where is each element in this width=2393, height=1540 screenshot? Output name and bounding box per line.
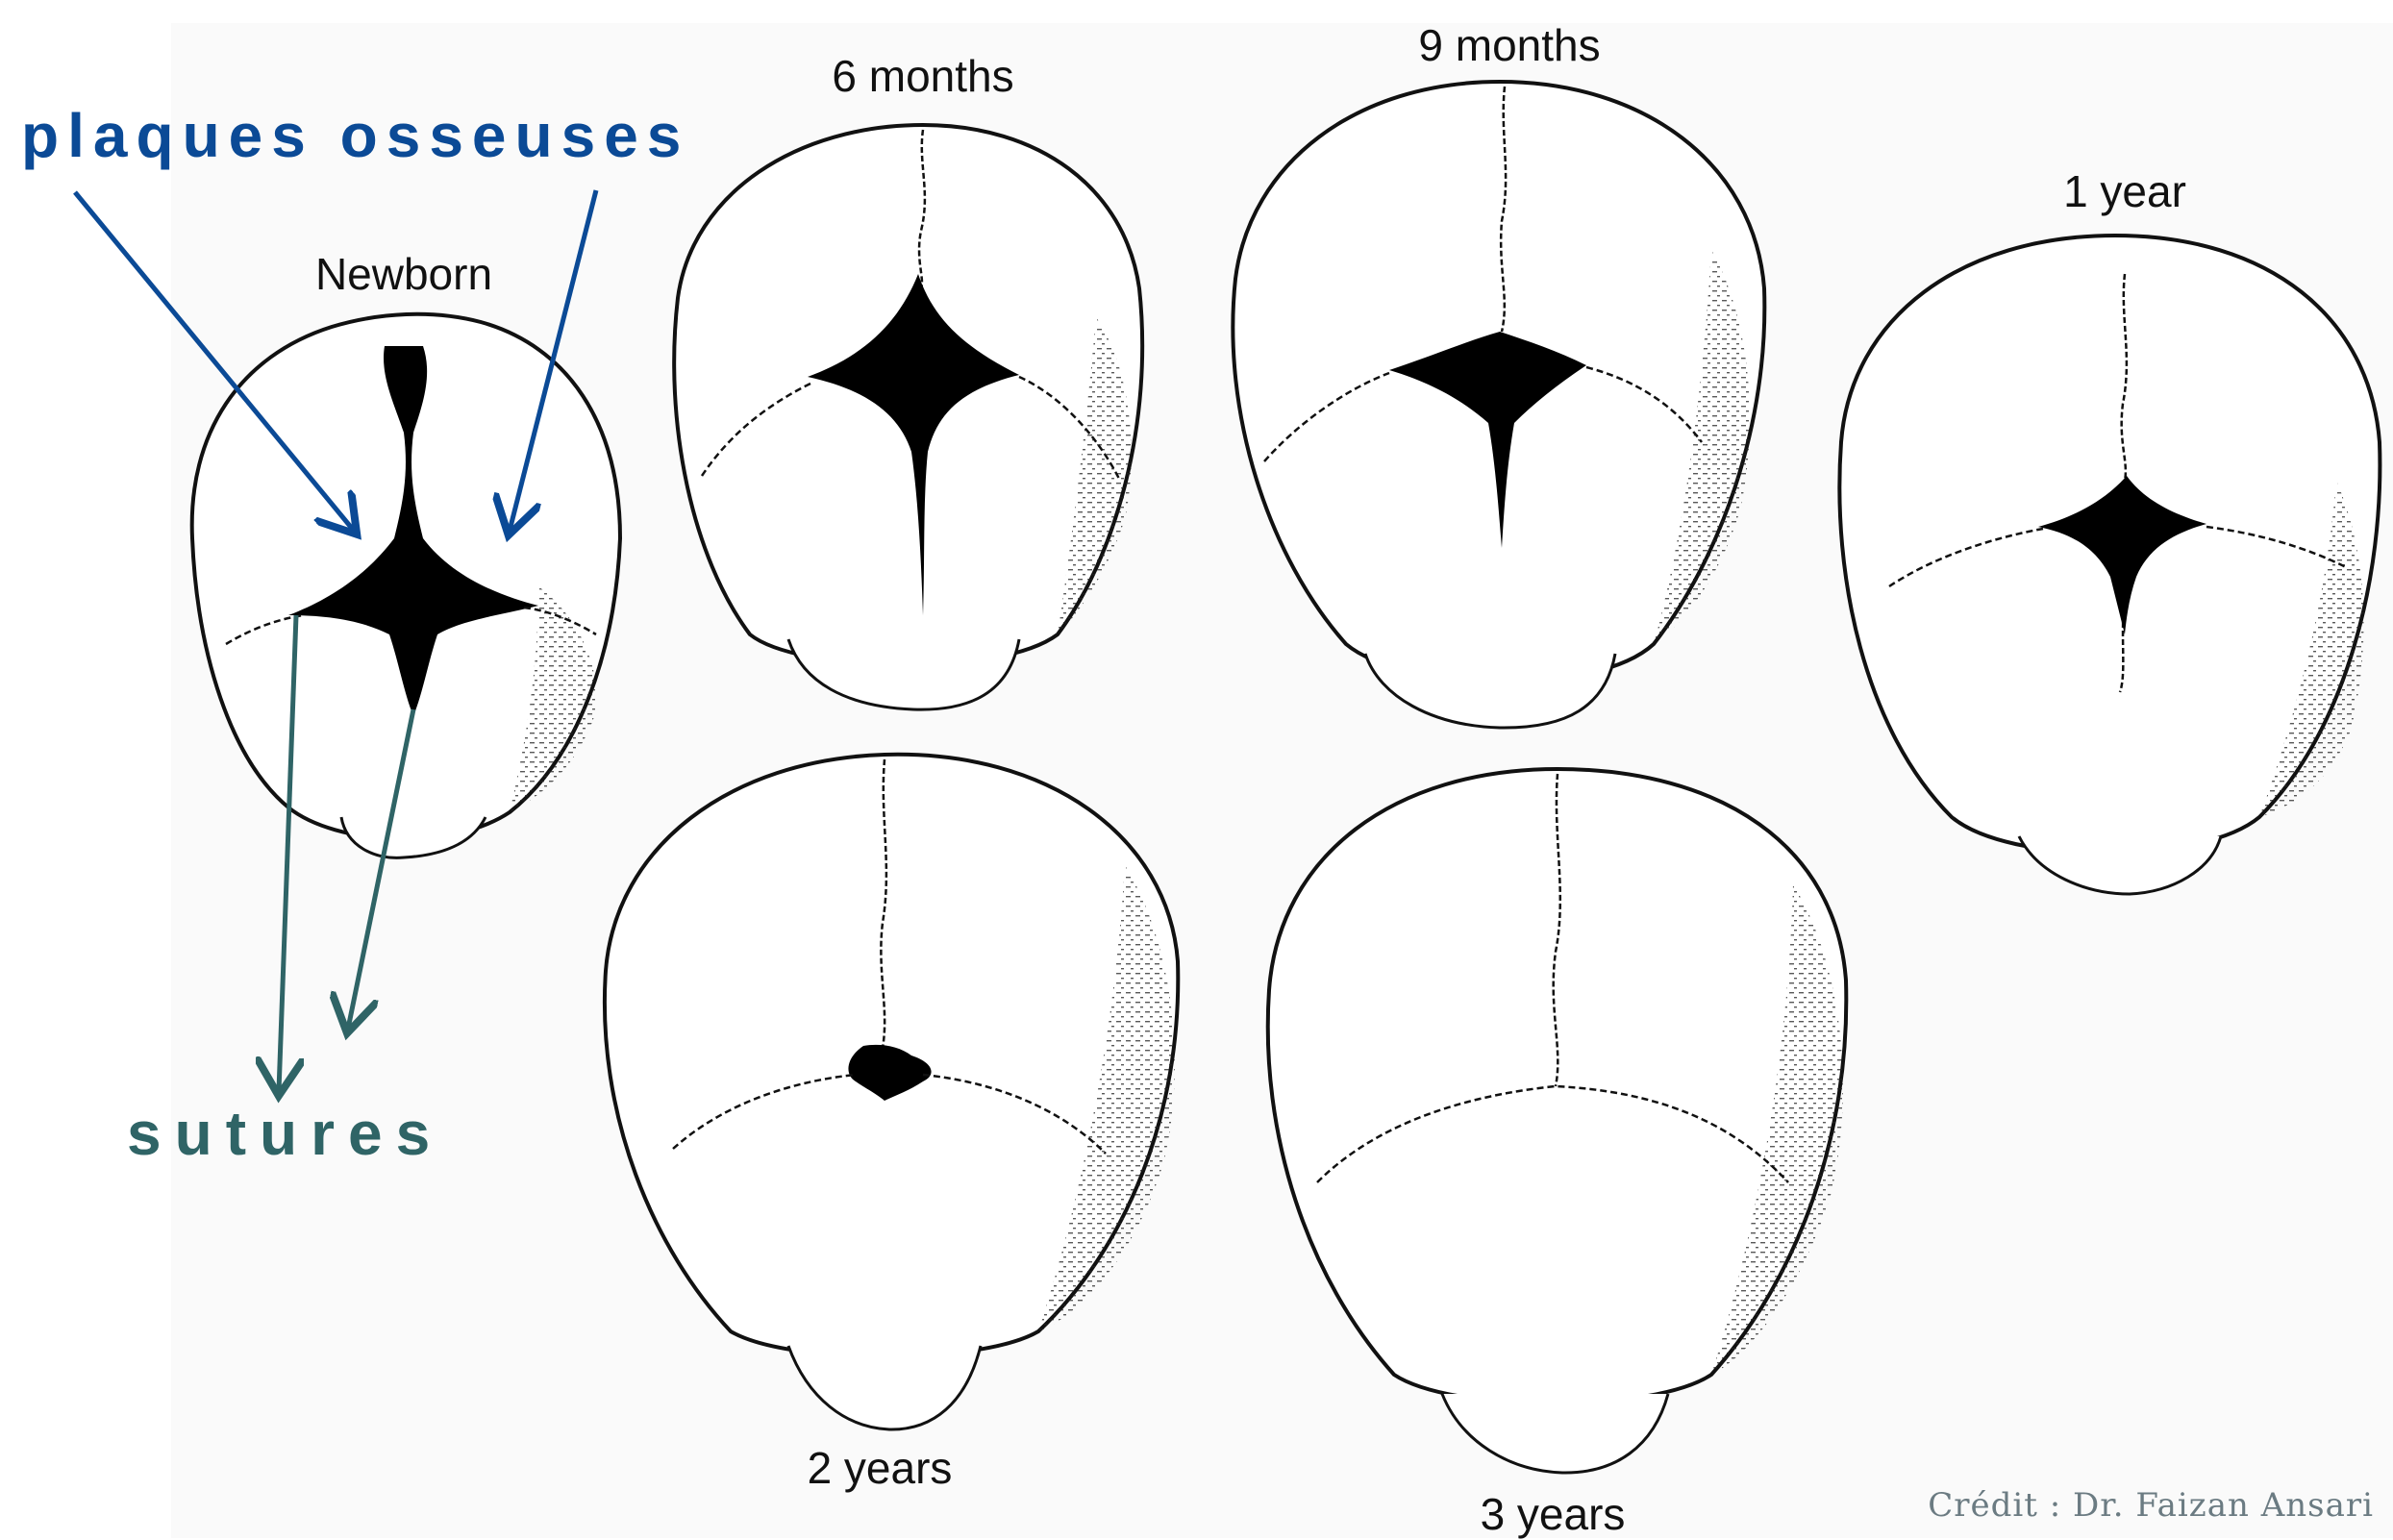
age-label-newborn: Newborn [315,248,492,300]
annotation-plaques-osseuses: plaques osseuses [21,100,689,171]
skull-1-year-face [2019,836,2221,894]
skull-3-years [1268,769,1847,1473]
skull-2-years [605,755,1178,1429]
skull-6-months-face [788,639,1019,709]
age-label-6-months: 6 months [832,50,1013,102]
skull-9-months [1233,82,1764,728]
age-label-3-years: 3 years [1481,1488,1626,1540]
skull-2-years-face [788,1346,981,1429]
skull-newborn-face [341,817,486,857]
skull-newborn [192,314,620,858]
skull-1-year [1839,236,2380,894]
annotation-sutures: sutures [127,1098,443,1169]
age-label-9-months: 9 months [1418,19,1600,71]
skull-9-months-face [1365,654,1615,728]
age-label-2-years: 2 years [808,1442,953,1494]
age-label-1-year: 1 year [2063,165,2186,217]
credit-text: Crédit : Dr. Faizan Ansari [1928,1486,2374,1525]
skull-6-months [674,125,1142,709]
skull-3-years-face [1442,1394,1668,1473]
